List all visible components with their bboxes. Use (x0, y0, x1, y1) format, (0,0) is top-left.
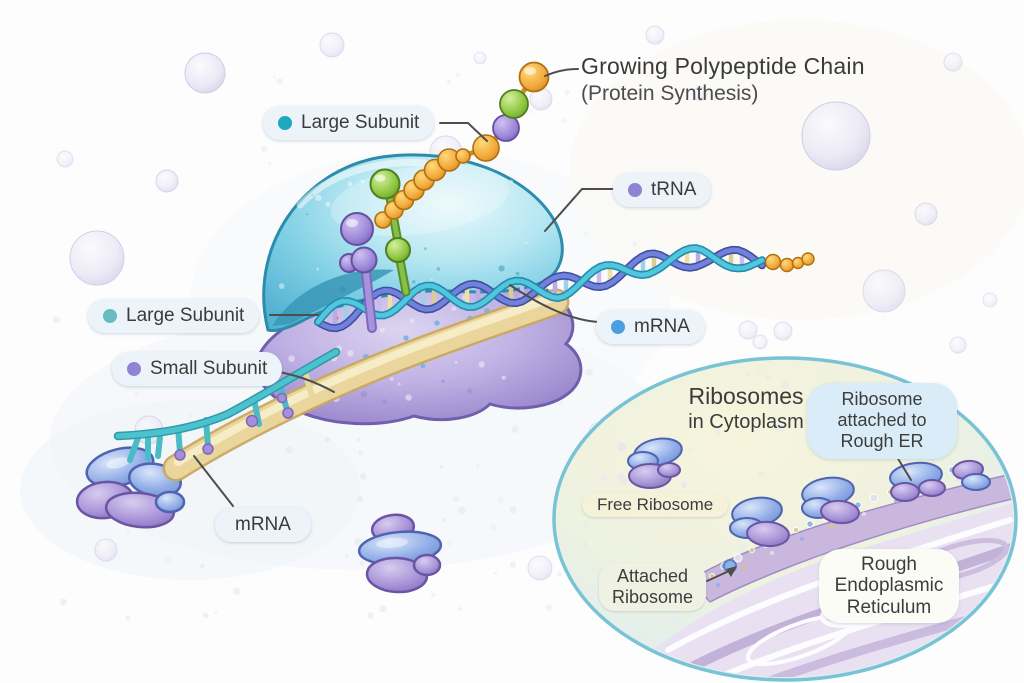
label-text: Free Ribosome (597, 495, 714, 514)
label-text: mRNA (634, 316, 690, 337)
label-text: Large Subunit (301, 112, 420, 133)
callout-rough-er: Rough Endoplasmic Reticulum (819, 549, 959, 624)
mrna-helix (314, 244, 766, 333)
leader-ribosome-attached-er (896, 456, 912, 481)
label-text-line1: Attached (616, 566, 689, 586)
label-text: Small Subunit (150, 358, 268, 379)
label-trna: tRNA (613, 173, 712, 207)
label-text: mRNA (235, 514, 291, 535)
leader-mrna-bottom (193, 455, 234, 507)
callout-text-line1: Rough (861, 554, 917, 575)
label-text-line1: Growing Polypeptide Chain (581, 53, 865, 79)
mrna-channel-band (162, 288, 570, 482)
leader-growing-chain (544, 68, 579, 77)
attached-ribosomes (723, 459, 991, 573)
callout-text-line1: Ribosome (841, 389, 923, 409)
label-text: tRNA (651, 179, 697, 200)
trna-purple (339, 212, 378, 333)
mrna-strand-tips (174, 392, 294, 461)
callout-text-line3: Reticulum (846, 596, 932, 618)
label-mrna-bottom: mRNA (215, 508, 311, 542)
label-large-subunit-left: Large Subunit (88, 299, 260, 333)
teal-dot-icon (278, 116, 292, 130)
callout-text-line2: Endoplasmic (834, 575, 944, 597)
teal-dot-icon (103, 309, 117, 323)
leader-large-subunit-top (439, 122, 488, 142)
label-text-line2: Ribosome (612, 586, 694, 607)
purple-dot-icon (127, 362, 141, 376)
inset-title: Ribosomes in Cytoplasm (661, 383, 831, 434)
label-small-subunit: Small Subunit (112, 352, 283, 386)
helix-end-beads (764, 252, 815, 273)
mrna-strand-left (113, 347, 341, 463)
leader-attached-ribosome-arrow (706, 570, 730, 582)
label-attached-ribosome: Attached Ribosome (599, 563, 707, 611)
arrowhead (726, 566, 737, 577)
trna-molecules (339, 168, 411, 333)
label-text-line2: (Protein Synthesis) (581, 82, 759, 105)
polypeptide-chain (374, 61, 550, 229)
blue-dot-icon (611, 320, 625, 334)
label-growing-polypeptide: Growing Polypeptide Chain (Protein Synth… (581, 53, 865, 106)
inset-title-line2: in Cytoplasm (688, 411, 804, 434)
free-ribosome-middle (357, 513, 443, 594)
purple-dot-icon (628, 183, 642, 197)
label-mrna-right: mRNA (596, 310, 705, 344)
label-large-subunit-top: Large Subunit (263, 106, 435, 140)
callout-text-line2: attached to (837, 410, 927, 431)
free-ribosome-left (75, 446, 186, 529)
label-text: Large Subunit (126, 305, 245, 326)
callout-ribosome-attached-er: Ribosome attached to Rough ER (807, 383, 957, 459)
leader-mrna-right (509, 284, 599, 323)
callout-text-line3: Rough ER (840, 431, 924, 452)
leader-lines (193, 68, 912, 582)
inset-title-line1: Ribosomes (688, 383, 804, 409)
label-free-ribosome: Free Ribosome (582, 493, 729, 517)
leader-trna (544, 188, 617, 232)
inset-free-ribosome (627, 437, 683, 489)
